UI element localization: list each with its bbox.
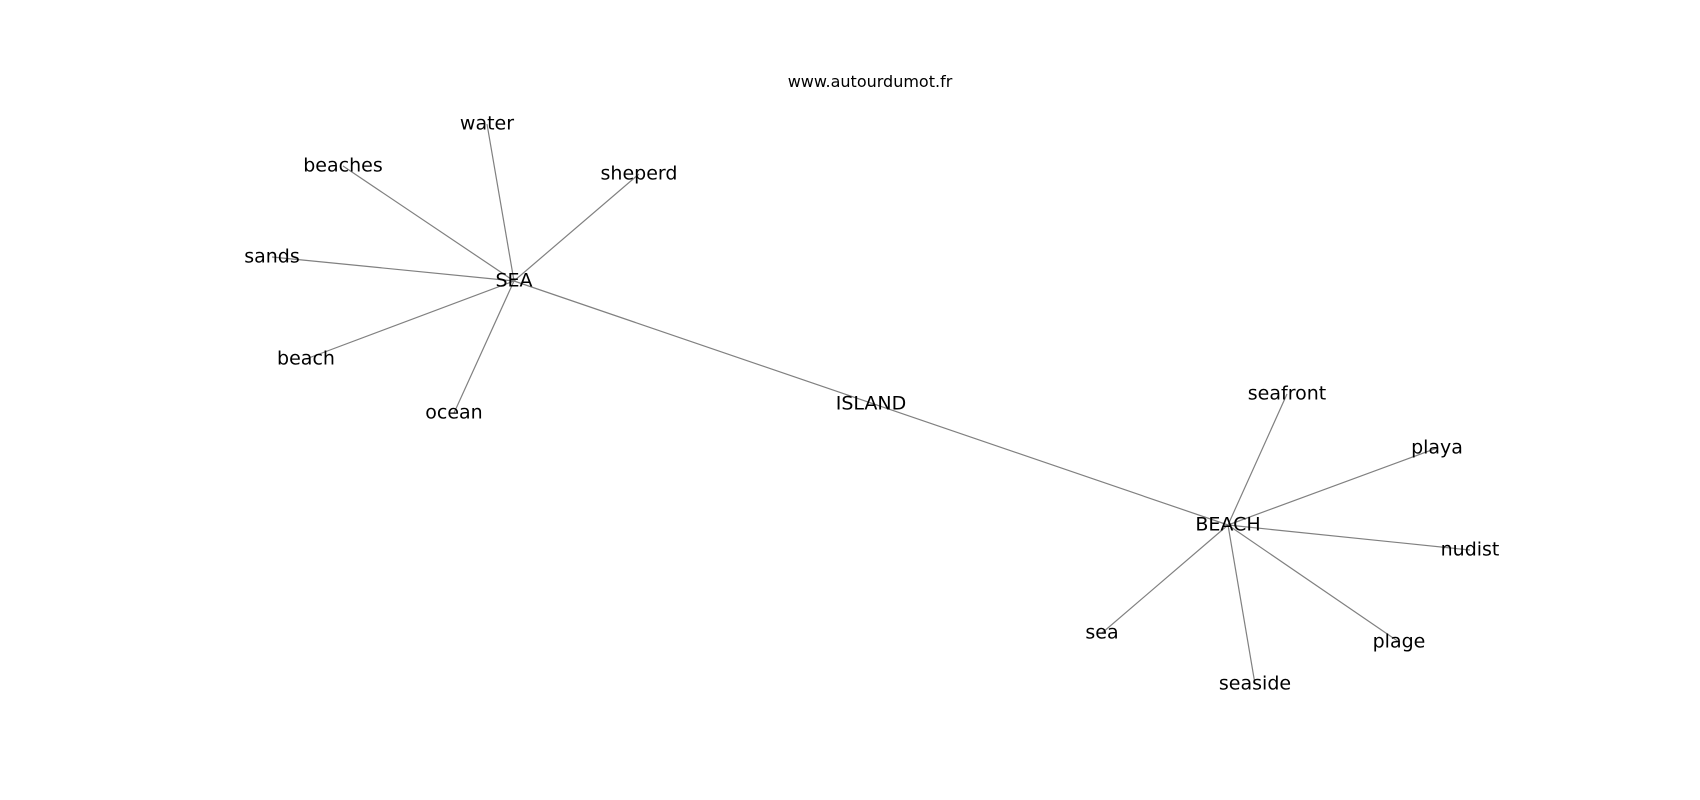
edge-beach_hub-plage: [1227, 524, 1400, 643]
edge-sea_hub-beach: [305, 280, 515, 360]
edges-group: [271, 123, 1471, 685]
edge-sea_hub-ocean: [453, 280, 515, 414]
node-label-beach: beach: [277, 348, 335, 370]
node-label-seafront: seafront: [1248, 383, 1326, 405]
edge-beach_hub-seafront: [1227, 393, 1288, 526]
edge-beach_hub-nudist: [1227, 524, 1471, 551]
node-label-nudist: nudist: [1441, 539, 1500, 561]
node-label-sea_hub: SEA: [495, 270, 532, 292]
node-label-water: water: [460, 113, 514, 135]
node-label-beaches: beaches: [303, 155, 382, 177]
nodes-group: ISLAND SEA BEACH water beaches sheperd sands be…: [244, 113, 1499, 695]
node-label-plage: plage: [1373, 631, 1426, 653]
node-label-sheperd: sheperd: [601, 163, 678, 185]
edge-sea_hub-beaches: [342, 165, 515, 282]
node-label-beach_hub: BEACH: [1195, 514, 1260, 536]
edge-sea_hub-beach_hub: [513, 280, 1229, 526]
edge-sea_hub-sands: [271, 256, 515, 282]
edge-beach_hub-playa: [1227, 447, 1438, 526]
node-label-sands: sands: [244, 246, 300, 268]
site-url: www.autourdumot.fr: [788, 72, 953, 91]
node-label-ocean: ocean: [425, 402, 482, 424]
node-label-sea: sea: [1085, 622, 1118, 644]
node-label-island: ISLAND: [836, 393, 907, 415]
edge-sea_hub-water: [486, 123, 515, 282]
edge-sea_hub-sheperd: [513, 173, 640, 282]
edge-beach_hub-seaside: [1227, 524, 1256, 685]
edge-beach_hub-sea: [1101, 524, 1229, 634]
node-label-playa: playa: [1411, 437, 1463, 459]
node-label-seaside: seaside: [1219, 673, 1291, 695]
